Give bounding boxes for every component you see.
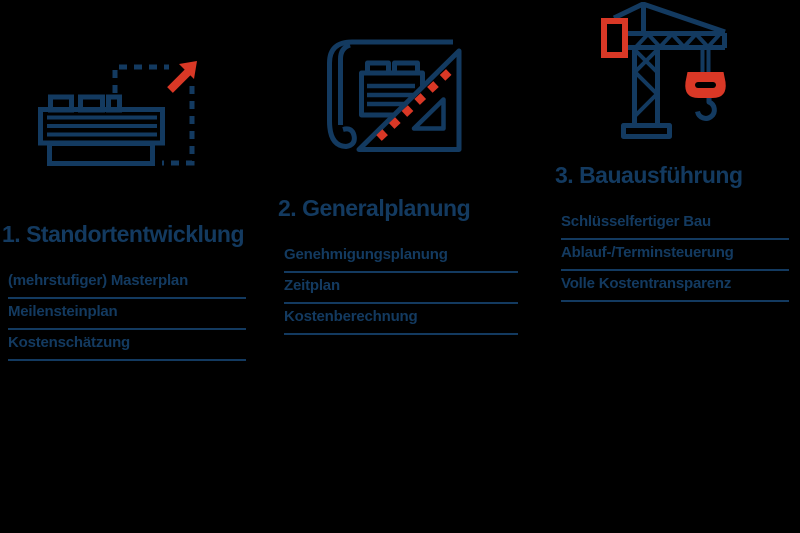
- tower-crane-icon: [598, 1, 728, 144]
- phase-heading: 1. Standortentwicklung: [2, 221, 245, 247]
- phase-item-list: (mehrstufiger) Masterplan Meilensteinpla…: [2, 268, 246, 361]
- phase-column-generalplanung: 2. Generalplanung Genehmigungsplanung Ze…: [278, 194, 518, 335]
- list-item: Genehmigungsplanung: [284, 242, 518, 273]
- list-item: Ablauf-/Terminsteuerung: [561, 240, 789, 271]
- phase-item-list: Genehmigungsplanung Zeitplan Kostenberec…: [278, 242, 518, 335]
- list-item: Meilensteinplan: [8, 299, 246, 330]
- phase-column-bauausfuehrung: 3. Bauausführung Schlüsselfertiger Bau A…: [555, 161, 789, 302]
- list-item: Volle Kostentransparenz: [561, 271, 789, 302]
- phase-item-list: Schlüsselfertiger Bau Ablauf-/Terminsteu…: [555, 209, 789, 302]
- phase-heading: 3. Bauausführung: [555, 162, 743, 188]
- list-item: Kostenberechnung: [284, 304, 518, 335]
- blueprint-set-square-icon: [325, 28, 470, 158]
- list-item: Schlüsselfertiger Bau: [561, 209, 789, 240]
- phase-column-standortentwicklung: 1. Standortentwicklung (mehrstufiger) Ma…: [2, 220, 246, 361]
- list-item: (mehrstufiger) Masterplan: [8, 268, 246, 299]
- list-item: Zeitplan: [284, 273, 518, 304]
- phase-heading: 2. Generalplanung: [278, 195, 471, 221]
- factory-expansion-icon: [38, 60, 200, 171]
- list-item: Kostenschätzung: [8, 330, 246, 361]
